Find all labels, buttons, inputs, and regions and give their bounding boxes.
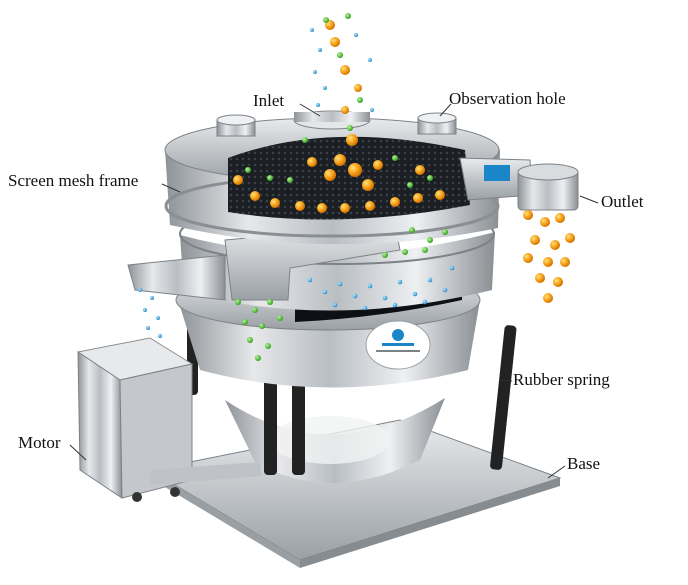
screen-mesh — [228, 136, 470, 220]
medium-particles — [235, 13, 448, 361]
fine-particles — [138, 28, 455, 338]
outlet-label: Outlet — [601, 192, 644, 211]
motor-label: Motor — [18, 433, 61, 452]
motor-body — [76, 337, 262, 502]
screen-mesh-frame-label: Screen mesh frame — [8, 171, 139, 190]
leader-lines — [69, 103, 599, 479]
base-label: Base — [567, 454, 601, 473]
outlet-chute — [459, 157, 579, 211]
inlet-port — [293, 110, 371, 130]
inlet-label: Inlet — [253, 91, 285, 110]
rubber-spring-label: Rubber spring — [513, 370, 610, 389]
observation-hole-label: Observation hole — [449, 89, 566, 108]
observation-holes — [216, 112, 457, 137]
coarse-particles — [233, 20, 575, 303]
